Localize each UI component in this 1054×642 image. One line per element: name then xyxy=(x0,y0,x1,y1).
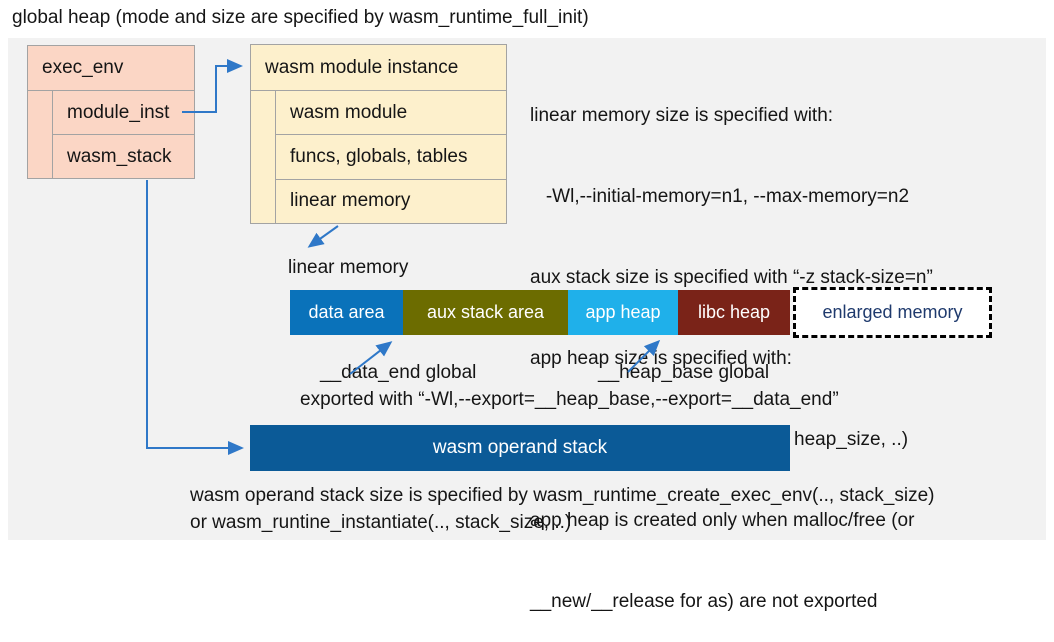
segment-aux-stack-area: aux stack area xyxy=(403,290,568,335)
linear-memory-label: linear memory xyxy=(288,257,409,278)
segment-app-heap: app heap xyxy=(568,290,678,335)
module-instance-box: wasm module instance wasm module funcs, … xyxy=(250,44,507,224)
wasm-operand-stack-bar: wasm operand stack xyxy=(250,425,790,471)
data-end-global-label: __data_end global xyxy=(320,362,477,383)
note-line: linear memory size is specified with: xyxy=(530,105,834,126)
note-line: aux stack size is specified with “-z sta… xyxy=(530,267,933,288)
note-line: or wasm_runtine_instantiate(.., stack_si… xyxy=(190,512,572,533)
memory-size-notes: linear memory size is specified with: -W… xyxy=(530,48,933,642)
note-line: __new/__release for as) are not exported xyxy=(530,591,878,612)
exported-with-label: exported with “-Wl,--export=__heap_base,… xyxy=(300,389,839,410)
exec-env-row-module-inst: module_inst xyxy=(53,91,194,135)
exec-env-header: exec_env xyxy=(28,46,194,91)
note-line: wasm operand stack size is specified by … xyxy=(190,485,935,506)
exec-env-row-wasm-stack: wasm_stack xyxy=(53,135,194,178)
module-instance-row-wasm-module: wasm module xyxy=(276,91,506,136)
module-instance-row-funcs-globals-tables: funcs, globals, tables xyxy=(276,135,506,180)
module-instance-header: wasm module instance xyxy=(251,45,506,91)
linear-memory-bar: data area aux stack area app heap libc h… xyxy=(290,287,992,338)
module-instance-indent xyxy=(251,91,276,223)
diagram-title: global heap (mode and size are specified… xyxy=(12,7,589,28)
heap-base-global-label: __heap_base global xyxy=(598,362,770,383)
note-line: app heap is created only when malloc/fre… xyxy=(530,510,915,531)
exec-env-indent xyxy=(28,91,53,178)
note-line: -Wl,--initial-memory=n1, --max-memory=n2 xyxy=(530,186,910,207)
module-instance-row-linear-memory: linear memory xyxy=(290,190,411,212)
exec-env-box: exec_env module_inst wasm_stack xyxy=(27,45,195,179)
segment-enlarged-memory: enlarged memory xyxy=(793,287,992,338)
segment-libc-heap: libc heap xyxy=(678,290,790,335)
segment-data-area: data area xyxy=(290,290,403,335)
operand-stack-note: wasm operand stack size is specified by … xyxy=(190,482,935,536)
